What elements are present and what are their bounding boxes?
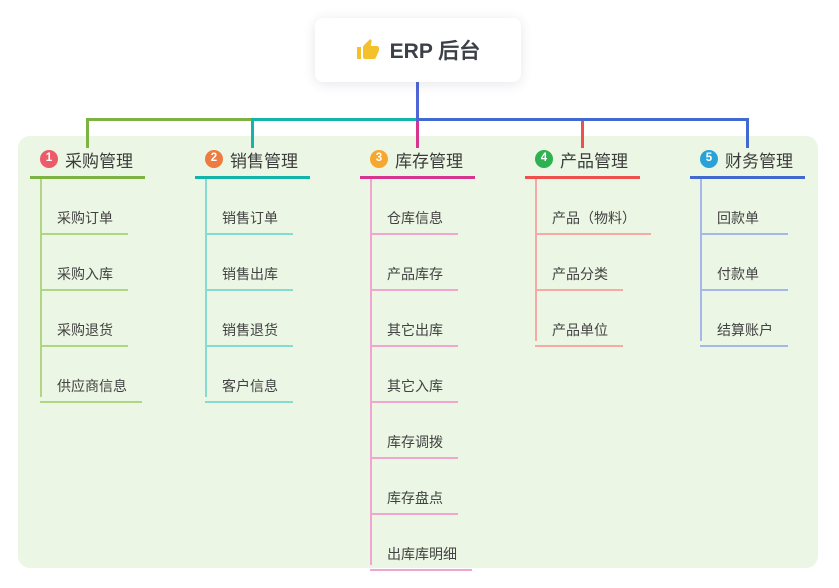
- child-label: 销售退货: [222, 322, 278, 338]
- branch-label: 财务管理: [725, 151, 793, 171]
- root-label: ERP 后台: [389, 40, 481, 63]
- branch-column: 1 采购管理采购订单采购入库采购退货供应商信息: [30, 146, 145, 403]
- child-connector-line: [535, 179, 537, 341]
- child-node[interactable]: 库存盘点: [370, 459, 458, 515]
- child-node[interactable]: 库存调拨: [370, 403, 458, 459]
- branch-label: 产品管理: [560, 151, 628, 171]
- root-node[interactable]: ERP 后台: [315, 18, 521, 82]
- child-node[interactable]: 出库库明细: [370, 515, 472, 571]
- child-label: 结算账户: [717, 322, 773, 338]
- child-node[interactable]: 产品单位: [535, 291, 623, 347]
- branch-column: 4 产品管理产品（物料） 产品分类产品单位: [525, 146, 651, 347]
- child-connector-line: [40, 179, 42, 397]
- branch-column: 5 财务管理回款单付款单结算账户: [690, 146, 805, 347]
- branch-topic-1[interactable]: 1 采购管理: [30, 146, 145, 179]
- branch-label: 库存管理: [395, 151, 463, 171]
- branch-children: 销售订单销售出库销售退货客户信息: [195, 179, 310, 403]
- child-label: 产品（物料）: [552, 210, 636, 226]
- branch-connector: [251, 118, 418, 148]
- child-label: 供应商信息: [57, 378, 127, 394]
- branch-number-badge: 1: [40, 150, 58, 168]
- branch-column: 2 销售管理销售订单销售出库销售退货客户信息: [195, 146, 310, 403]
- branch-label: 采购管理: [65, 151, 133, 171]
- mindmap-panel: [18, 136, 818, 568]
- child-node[interactable]: 销售出库: [205, 235, 293, 291]
- child-node[interactable]: 回款单: [700, 179, 788, 235]
- branch-label: 销售管理: [230, 151, 298, 171]
- child-label: 其它入库: [387, 378, 443, 394]
- child-label: 仓库信息: [387, 210, 443, 226]
- child-label: 回款单: [717, 210, 759, 226]
- branch-connector: [416, 118, 419, 148]
- branch-column: 3 库存管理仓库信息产品库存其它出库其它入库库存调拨库存盘点出库库明细: [360, 146, 475, 571]
- child-label: 出库库明细: [387, 546, 457, 562]
- child-node[interactable]: 产品库存: [370, 235, 458, 291]
- child-node[interactable]: 仓库信息: [370, 179, 458, 235]
- child-node[interactable]: 结算账户: [700, 291, 788, 347]
- child-node[interactable]: 采购入库: [40, 235, 128, 291]
- child-label: 付款单: [717, 266, 759, 282]
- child-node[interactable]: 产品（物料）: [535, 179, 651, 235]
- child-node[interactable]: 销售订单: [205, 179, 293, 235]
- child-node[interactable]: 采购退货: [40, 291, 128, 347]
- child-connector-line: [205, 179, 207, 397]
- child-label: 销售出库: [222, 266, 278, 282]
- child-label: 采购退货: [57, 322, 113, 338]
- branch-topic-2[interactable]: 2 销售管理: [195, 146, 310, 179]
- child-label: 库存盘点: [387, 490, 443, 506]
- branch-topic-4[interactable]: 4 产品管理: [525, 146, 640, 179]
- child-connector-line: [370, 179, 372, 565]
- branch-topic-5[interactable]: 5 财务管理: [690, 146, 805, 179]
- child-connector-line: [700, 179, 702, 341]
- child-node[interactable]: 其它出库: [370, 291, 458, 347]
- branch-number-badge: 2: [205, 150, 223, 168]
- thumbs-up-icon: [356, 38, 380, 62]
- child-node[interactable]: 销售退货: [205, 291, 293, 347]
- child-label: 销售订单: [222, 210, 278, 226]
- child-label: 库存调拨: [387, 434, 443, 450]
- child-label: 采购入库: [57, 266, 113, 282]
- branch-number-badge: 3: [370, 150, 388, 168]
- child-node[interactable]: 其它入库: [370, 347, 458, 403]
- child-label: 产品库存: [387, 266, 443, 282]
- branch-children: 仓库信息产品库存其它出库其它入库库存调拨库存盘点出库库明细: [360, 179, 475, 571]
- branch-children: 采购订单采购入库采购退货供应商信息: [30, 179, 145, 403]
- child-label: 产品单位: [552, 322, 608, 338]
- child-label: 采购订单: [57, 210, 113, 226]
- child-node[interactable]: 供应商信息: [40, 347, 142, 403]
- root-stem-connector: [416, 82, 419, 122]
- child-node[interactable]: 产品分类: [535, 235, 623, 291]
- branch-connector: [416, 118, 749, 148]
- branch-children: 回款单付款单结算账户: [690, 179, 805, 347]
- child-label: 产品分类: [552, 266, 608, 282]
- branch-topic-3[interactable]: 3 库存管理: [360, 146, 475, 179]
- child-label: 其它出库: [387, 322, 443, 338]
- branch-number-badge: 4: [535, 150, 553, 168]
- branch-children: 产品（物料） 产品分类产品单位: [525, 179, 651, 347]
- child-node[interactable]: 客户信息: [205, 347, 293, 403]
- child-node[interactable]: 采购订单: [40, 179, 128, 235]
- child-node[interactable]: 付款单: [700, 235, 788, 291]
- child-label: 客户信息: [222, 378, 278, 394]
- branch-number-badge: 5: [700, 150, 718, 168]
